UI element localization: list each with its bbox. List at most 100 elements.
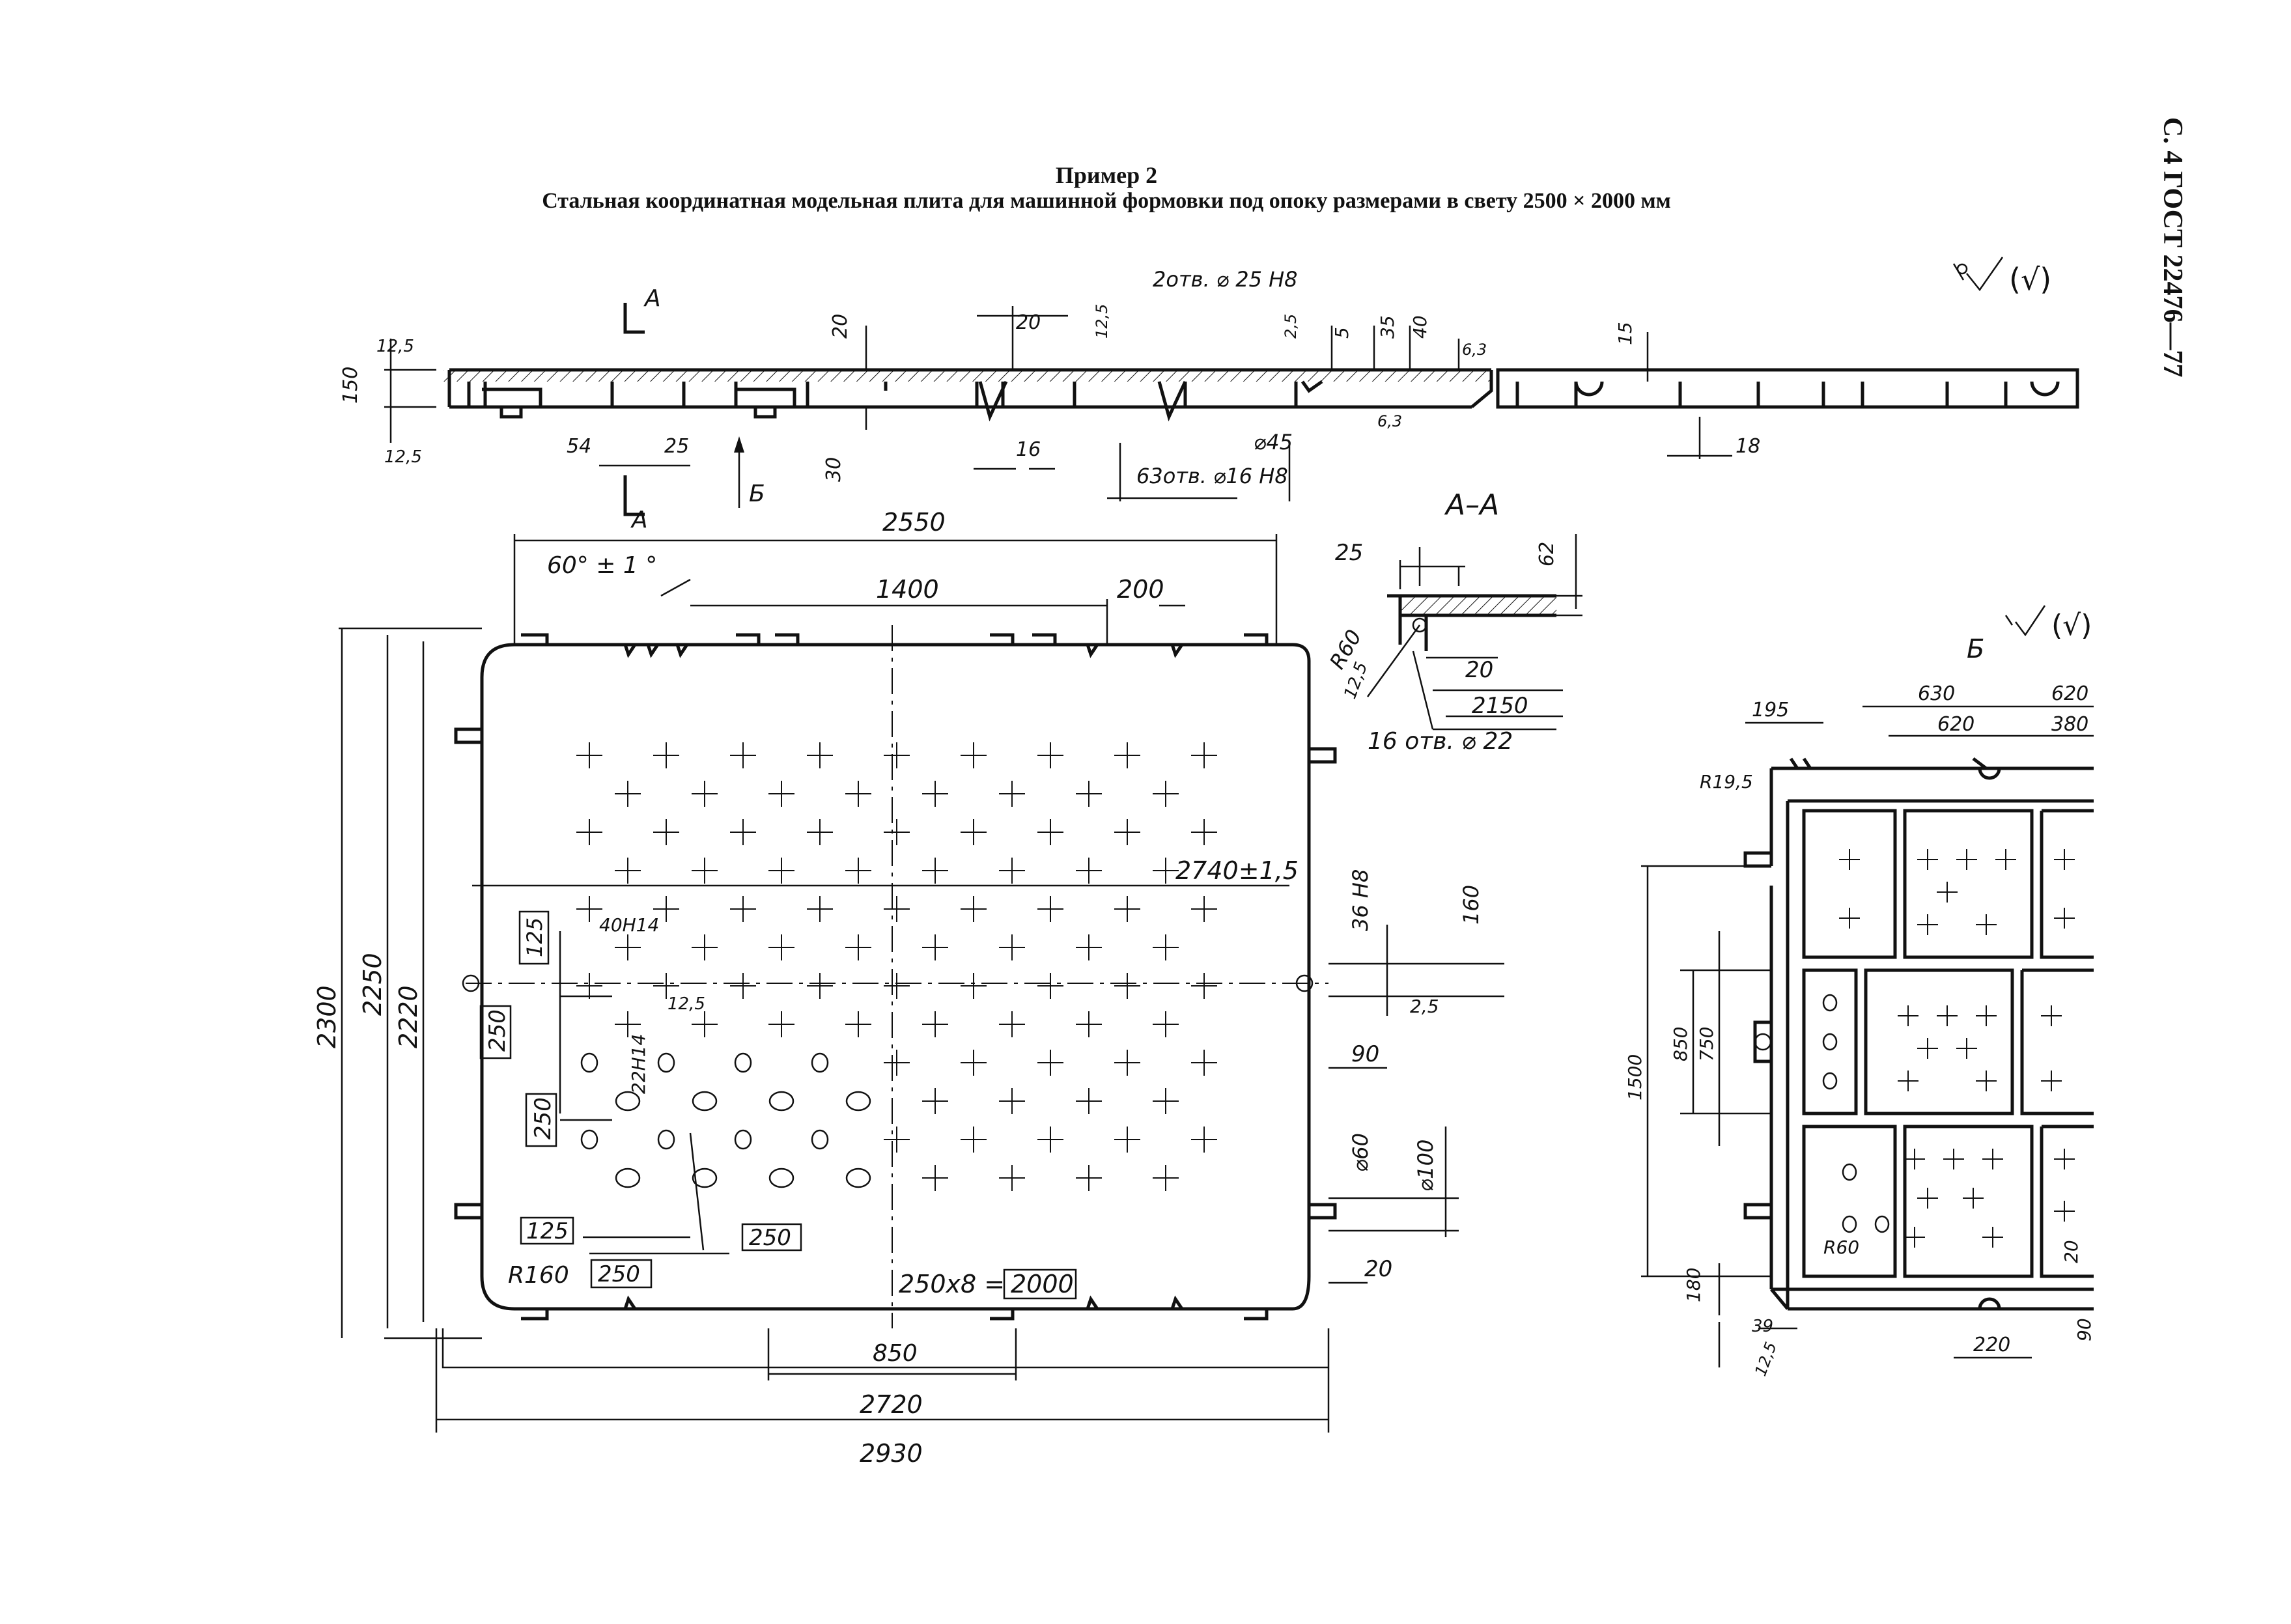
- holes-22-count: 16 отв. ⌀ 22: [1368, 728, 1513, 755]
- pin-cross: [884, 742, 910, 768]
- pin-cross: [961, 1127, 987, 1153]
- dim-12-5-bottom: 12,5: [384, 447, 422, 467]
- pin-cross: [884, 973, 910, 999]
- dim-35: 35: [1377, 315, 1398, 339]
- locating-hole: [657, 1129, 675, 1150]
- pin-cross: [1114, 742, 1140, 768]
- dim-r60-view-b: R60: [1823, 1237, 1859, 1258]
- locating-hole: [657, 1052, 675, 1073]
- pin-cross: [922, 858, 948, 884]
- pin-cross: [576, 896, 602, 922]
- dim-195: 195: [1752, 699, 1789, 721]
- pin-cross: [1937, 882, 1958, 903]
- holes-25-h8: 2отв. ⌀ 25 Н8: [1153, 267, 1298, 292]
- pin-cross: [884, 1050, 910, 1076]
- dim-r160: R160: [508, 1262, 569, 1289]
- pin-cross: [999, 1165, 1025, 1191]
- pin-cross: [1917, 914, 1938, 935]
- view-arrow-b: Б: [749, 481, 765, 507]
- dim-20-vertical: 20: [829, 314, 852, 339]
- dim-2930: 2930: [860, 1439, 923, 1468]
- pin-cross: [922, 781, 948, 807]
- pin-cross: [768, 934, 794, 960]
- pin-cross: [1153, 934, 1179, 960]
- dim-250-horizontal-b: 250: [598, 1261, 640, 1287]
- locating-hole: [734, 1052, 752, 1073]
- pin-cross: [768, 781, 794, 807]
- pin-cross: [884, 819, 910, 845]
- locating-hole: [1842, 1163, 1857, 1181]
- dim-220: 220: [1973, 1334, 2010, 1356]
- pin-cross: [2054, 908, 2075, 929]
- section-mark-a-bottom: А: [630, 507, 648, 533]
- plan-dimension-lines: [339, 534, 1504, 1433]
- locating-hole: [1842, 1215, 1857, 1233]
- pin-cross: [1037, 1050, 1063, 1076]
- pin-cross: [1076, 1011, 1102, 1037]
- pin-cross: [1076, 934, 1102, 960]
- locating-hole: [768, 1091, 794, 1112]
- pin-cross: [2054, 1201, 2075, 1222]
- pin-cross: [2054, 1149, 2075, 1169]
- pin-cross: [1076, 1165, 1102, 1191]
- pin-cross: [807, 819, 833, 845]
- pin-cross: [576, 742, 602, 768]
- pin-cross: [2041, 1005, 2062, 1026]
- locating-hole: [615, 1091, 641, 1112]
- pin-cross: [1956, 849, 1977, 870]
- pin-cross: [1037, 819, 1063, 845]
- pin-cross: [653, 896, 679, 922]
- dim-22-h14: 22Н14: [628, 1034, 649, 1094]
- drawing-caption: Стальная координатная модельная плита дл…: [542, 189, 1671, 213]
- pin-cross: [1904, 1149, 1925, 1169]
- pin-cross: [999, 781, 1025, 807]
- pin-cross: [1976, 914, 1997, 935]
- dim-diameter-60: ⌀60: [1348, 1133, 1373, 1172]
- dim-180: 180: [1683, 1268, 1704, 1302]
- dim-20-plan: 20: [1364, 1256, 1392, 1282]
- locating-hole: [580, 1052, 598, 1073]
- pin-cross: [1937, 1005, 1958, 1026]
- pin-cross: [576, 973, 602, 999]
- roughness-12-5-profile: 12,5: [1093, 304, 1111, 339]
- dim-1400: 1400: [876, 575, 939, 604]
- dim-2720: 2720: [860, 1390, 923, 1419]
- section-mark-a-top: А: [643, 285, 661, 312]
- pin-cross: [845, 1011, 871, 1037]
- pin-cross: [884, 1127, 910, 1153]
- dim-angle-60: 60° ± 1 °: [547, 552, 657, 579]
- pin-cross: [1191, 819, 1217, 845]
- section-a-a-detail: [1366, 534, 1582, 731]
- dim-20-horizontal: 20: [1016, 311, 1041, 334]
- pin-cross: [961, 973, 987, 999]
- pin-cross: [768, 1011, 794, 1037]
- dim-850-plan: 850: [873, 1340, 918, 1367]
- pin-cross: [922, 934, 948, 960]
- dim-850-view-b: 850: [1670, 1027, 1691, 1061]
- roughness-note-main: (√): [2009, 262, 2051, 297]
- pin-cross: [1153, 1088, 1179, 1114]
- pin-cross: [1898, 1005, 1919, 1026]
- pin-cross: [730, 973, 756, 999]
- pin-cross: [1076, 1088, 1102, 1114]
- pin-cross: [1037, 973, 1063, 999]
- pin-cross-marks: [576, 742, 1217, 1191]
- dim-15: 15: [1614, 322, 1636, 345]
- dim-620-b: 620: [1937, 713, 1975, 736]
- pin-cross: [1114, 1127, 1140, 1153]
- pin-cross: [692, 858, 718, 884]
- pin-cross: [1191, 896, 1217, 922]
- pin-cross: [1976, 1005, 1997, 1026]
- locating-hole: [692, 1091, 718, 1112]
- pin-cross: [692, 934, 718, 960]
- pin-cross: [1917, 1038, 1938, 1059]
- pin-cross: [1037, 896, 1063, 922]
- pin-cross: [1153, 1165, 1179, 1191]
- locating-holes: [580, 1052, 871, 1188]
- dim-125-vertical: 125: [522, 917, 547, 957]
- roughness-6-3-a: 6,3: [1462, 341, 1487, 359]
- pin-cross: [1963, 1188, 1984, 1209]
- dim-2300: 2300: [313, 985, 341, 1048]
- pin-cross: [1898, 1071, 1919, 1091]
